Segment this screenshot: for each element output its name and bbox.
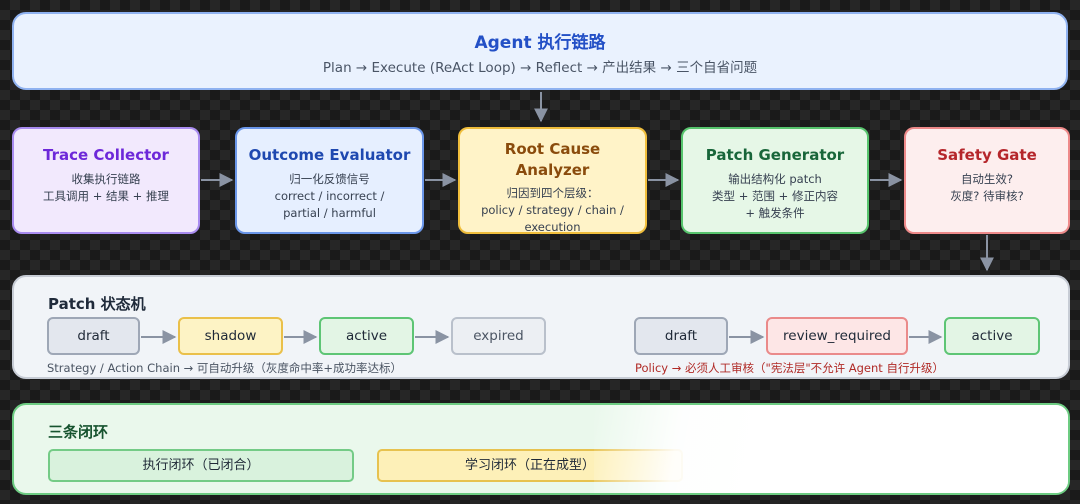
outcome-evaluator-box: Outcome Evaluator 归一化反馈信号 correct / inco… xyxy=(235,127,424,234)
patch-generator-desc: 输出结构化 patch 类型 + 范围 + 修正内容 + 触发条件 xyxy=(712,172,838,220)
white-fade-overlay xyxy=(594,405,1068,493)
policy-state-draft: draft xyxy=(634,317,728,355)
state-draft: draft xyxy=(47,317,140,355)
trace-collector-title: Trace Collector xyxy=(43,146,169,164)
agent-execution-chain-subtitle: Plan → Execute (ReAct Loop) → Reflect → … xyxy=(322,60,758,76)
execution-loop-box: 执行闭环（已闭合） xyxy=(48,449,354,482)
state-shadow: shadow xyxy=(178,317,283,355)
patch-state-machine-title: Patch 状态机 xyxy=(48,295,146,313)
policy-state-active: active xyxy=(944,317,1040,355)
root-cause-analyzer-title: Root Cause Analyzer xyxy=(504,140,601,179)
agent-execution-chain-title: Agent 执行链路 xyxy=(474,33,606,53)
patch-generator-title: Patch Generator xyxy=(705,146,845,164)
state-expired: expired xyxy=(451,317,546,355)
safety-gate-title: Safety Gate xyxy=(937,146,1037,164)
root-cause-analyzer-desc: 归因到四个层级： policy / strategy / chain / exe… xyxy=(481,186,624,234)
trace-collector-box: Trace Collector 收集执行链路 工具调用 + 结果 + 推理 xyxy=(12,127,200,234)
root-cause-analyzer-box: Root Cause Analyzer 归因到四个层级： policy / st… xyxy=(458,127,647,234)
policy-review-caption: Policy → 必须人工审核（"宪法层"不允许 Agent 自行升级） xyxy=(635,361,944,375)
auto-upgrade-caption: Strategy / Action Chain → 可自动升级（灰度命中率+成功… xyxy=(47,361,403,375)
state-active: active xyxy=(319,317,414,355)
policy-state-review-required: review_required xyxy=(766,317,908,355)
trace-collector-desc: 收集执行链路 工具调用 + 结果 + 推理 xyxy=(43,172,169,203)
outcome-evaluator-desc: 归一化反馈信号 correct / incorrect / partial / … xyxy=(274,172,385,220)
agent-execution-chain-panel: Agent 执行链路 Plan → Execute (ReAct Loop) →… xyxy=(12,12,1068,90)
three-loops-title: 三条闭环 xyxy=(48,423,109,441)
three-loops-panel: 三条闭环 执行闭环（已闭合） 学习闭环（正在成型） xyxy=(12,403,1070,495)
safety-gate-box: Safety Gate 自动生效? 灰度? 待审核? xyxy=(904,127,1070,234)
outcome-evaluator-title: Outcome Evaluator xyxy=(248,146,411,164)
patch-generator-box: Patch Generator 输出结构化 patch 类型 + 范围 + 修正… xyxy=(681,127,869,234)
safety-gate-desc: 自动生效? 灰度? 待审核? xyxy=(950,172,1024,203)
